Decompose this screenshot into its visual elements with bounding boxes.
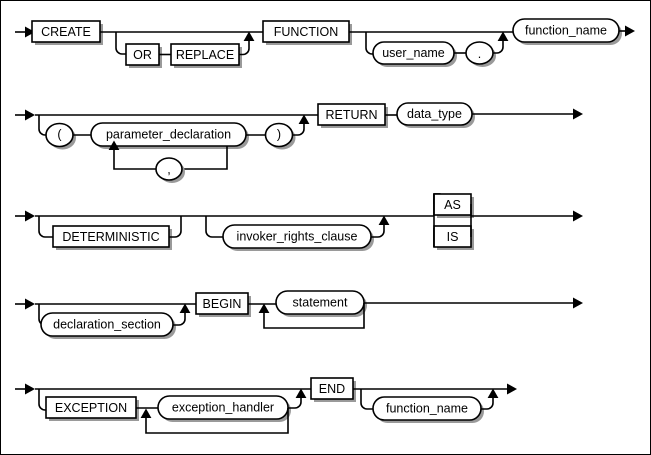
exception-rejoin-line bbox=[288, 394, 302, 409]
entry-arrow-icon-row5 bbox=[25, 383, 35, 395]
deterministic-label: DETERMINISTIC bbox=[62, 230, 159, 244]
deterministic-rejoin-line bbox=[169, 216, 182, 238]
replace-rejoin-line bbox=[239, 37, 250, 56]
invoker-rejoin-arrow-icon bbox=[378, 215, 390, 225]
end-function-name-rejoin-line bbox=[481, 394, 494, 410]
exception-rejoin-arrow-icon bbox=[295, 388, 307, 398]
entry-arrow-icon-row4 bbox=[25, 298, 35, 310]
lparen-branch-down-line bbox=[38, 115, 47, 136]
function-label: FUNCTION bbox=[274, 25, 339, 39]
rparen-rejoin-arrow-icon bbox=[298, 114, 310, 124]
replace-rejoin-arrow-icon bbox=[243, 31, 255, 41]
row-2-group: ( parameter_declaration , ) RETURN data_… bbox=[15, 102, 583, 183]
deterministic-branch-down-line bbox=[38, 216, 53, 238]
invoker-rejoin-line bbox=[371, 221, 385, 238]
end-function-name-label: function_name bbox=[386, 401, 468, 415]
row1-exit-arrow-icon bbox=[625, 25, 635, 37]
user-name-label: user_name bbox=[382, 46, 445, 60]
row5-exit-arrow-icon bbox=[507, 383, 517, 395]
row-5-group: EXCEPTION exception_handler END function… bbox=[15, 377, 517, 434]
invoker-branch-down-line bbox=[205, 216, 223, 238]
declaration-rejoin-arrow-icon bbox=[179, 303, 191, 313]
row-3-group: DETERMINISTIC invoker_rights_clause AS I… bbox=[15, 193, 583, 251]
begin-label: BEGIN bbox=[203, 297, 242, 311]
rparen-rejoin-line bbox=[292, 120, 305, 136]
statement-label: statement bbox=[293, 295, 348, 309]
entry-arrow-icon-row3 bbox=[25, 210, 35, 222]
exception-handler-label: exception_handler bbox=[172, 400, 274, 414]
is-label: IS bbox=[447, 230, 459, 244]
end-function-name-rejoin-arrow-icon bbox=[487, 388, 499, 398]
row3-exit-arrow-icon bbox=[573, 210, 583, 222]
statement-loop-line bbox=[263, 303, 365, 329]
function-name-label: function_name bbox=[525, 23, 607, 37]
exception-handler-loop-line bbox=[145, 408, 289, 434]
declaration-section-label: declaration_section bbox=[53, 317, 161, 331]
comma-circle bbox=[155, 157, 183, 181]
lparen-label: ( bbox=[57, 127, 62, 141]
entry-arrow-icon-row1 bbox=[25, 26, 35, 38]
replace-label: REPLACE bbox=[176, 48, 234, 62]
entry-arrow-icon-row2 bbox=[25, 109, 35, 121]
comma-loop-right-line bbox=[182, 146, 228, 170]
rparen-label: ) bbox=[277, 127, 281, 141]
comma-loop-arrow-icon bbox=[108, 140, 120, 150]
parameter-declaration-label: parameter_declaration bbox=[106, 127, 231, 141]
dot-rejoin-line bbox=[493, 37, 504, 54]
exception-branch-down-line bbox=[38, 389, 46, 411]
row4-exit-arrow-icon bbox=[573, 297, 583, 309]
dot-rejoin-arrow-icon bbox=[497, 31, 509, 41]
username-branch-down-line bbox=[365, 32, 373, 55]
row-1-group: CREATE OR REPLACE FUNCTION user_name . bbox=[15, 18, 635, 68]
exception-label: EXCEPTION bbox=[55, 401, 127, 415]
or-label: OR bbox=[133, 48, 152, 62]
end-label: END bbox=[319, 382, 345, 396]
comma-loop-left-line bbox=[113, 146, 156, 170]
return-label: RETURN bbox=[325, 108, 377, 122]
invoker-rights-clause-label: invoker_rights_clause bbox=[237, 229, 358, 243]
row-4-group: declaration_section BEGIN statement bbox=[15, 290, 583, 339]
or-branch-down-line bbox=[115, 32, 126, 55]
dot-label: . bbox=[478, 47, 481, 61]
statement-loop-arrow-icon bbox=[258, 303, 270, 313]
exception-handler-loop-arrow-icon bbox=[140, 408, 152, 418]
declaration-rejoin-line bbox=[173, 309, 186, 326]
end-function-name-branch-line bbox=[360, 389, 373, 410]
row2-exit-arrow-icon bbox=[573, 108, 583, 120]
comma-label: , bbox=[167, 162, 170, 176]
as-label: AS bbox=[444, 198, 461, 212]
create-label: CREATE bbox=[41, 25, 91, 39]
data-type-label: data_type bbox=[407, 107, 462, 121]
